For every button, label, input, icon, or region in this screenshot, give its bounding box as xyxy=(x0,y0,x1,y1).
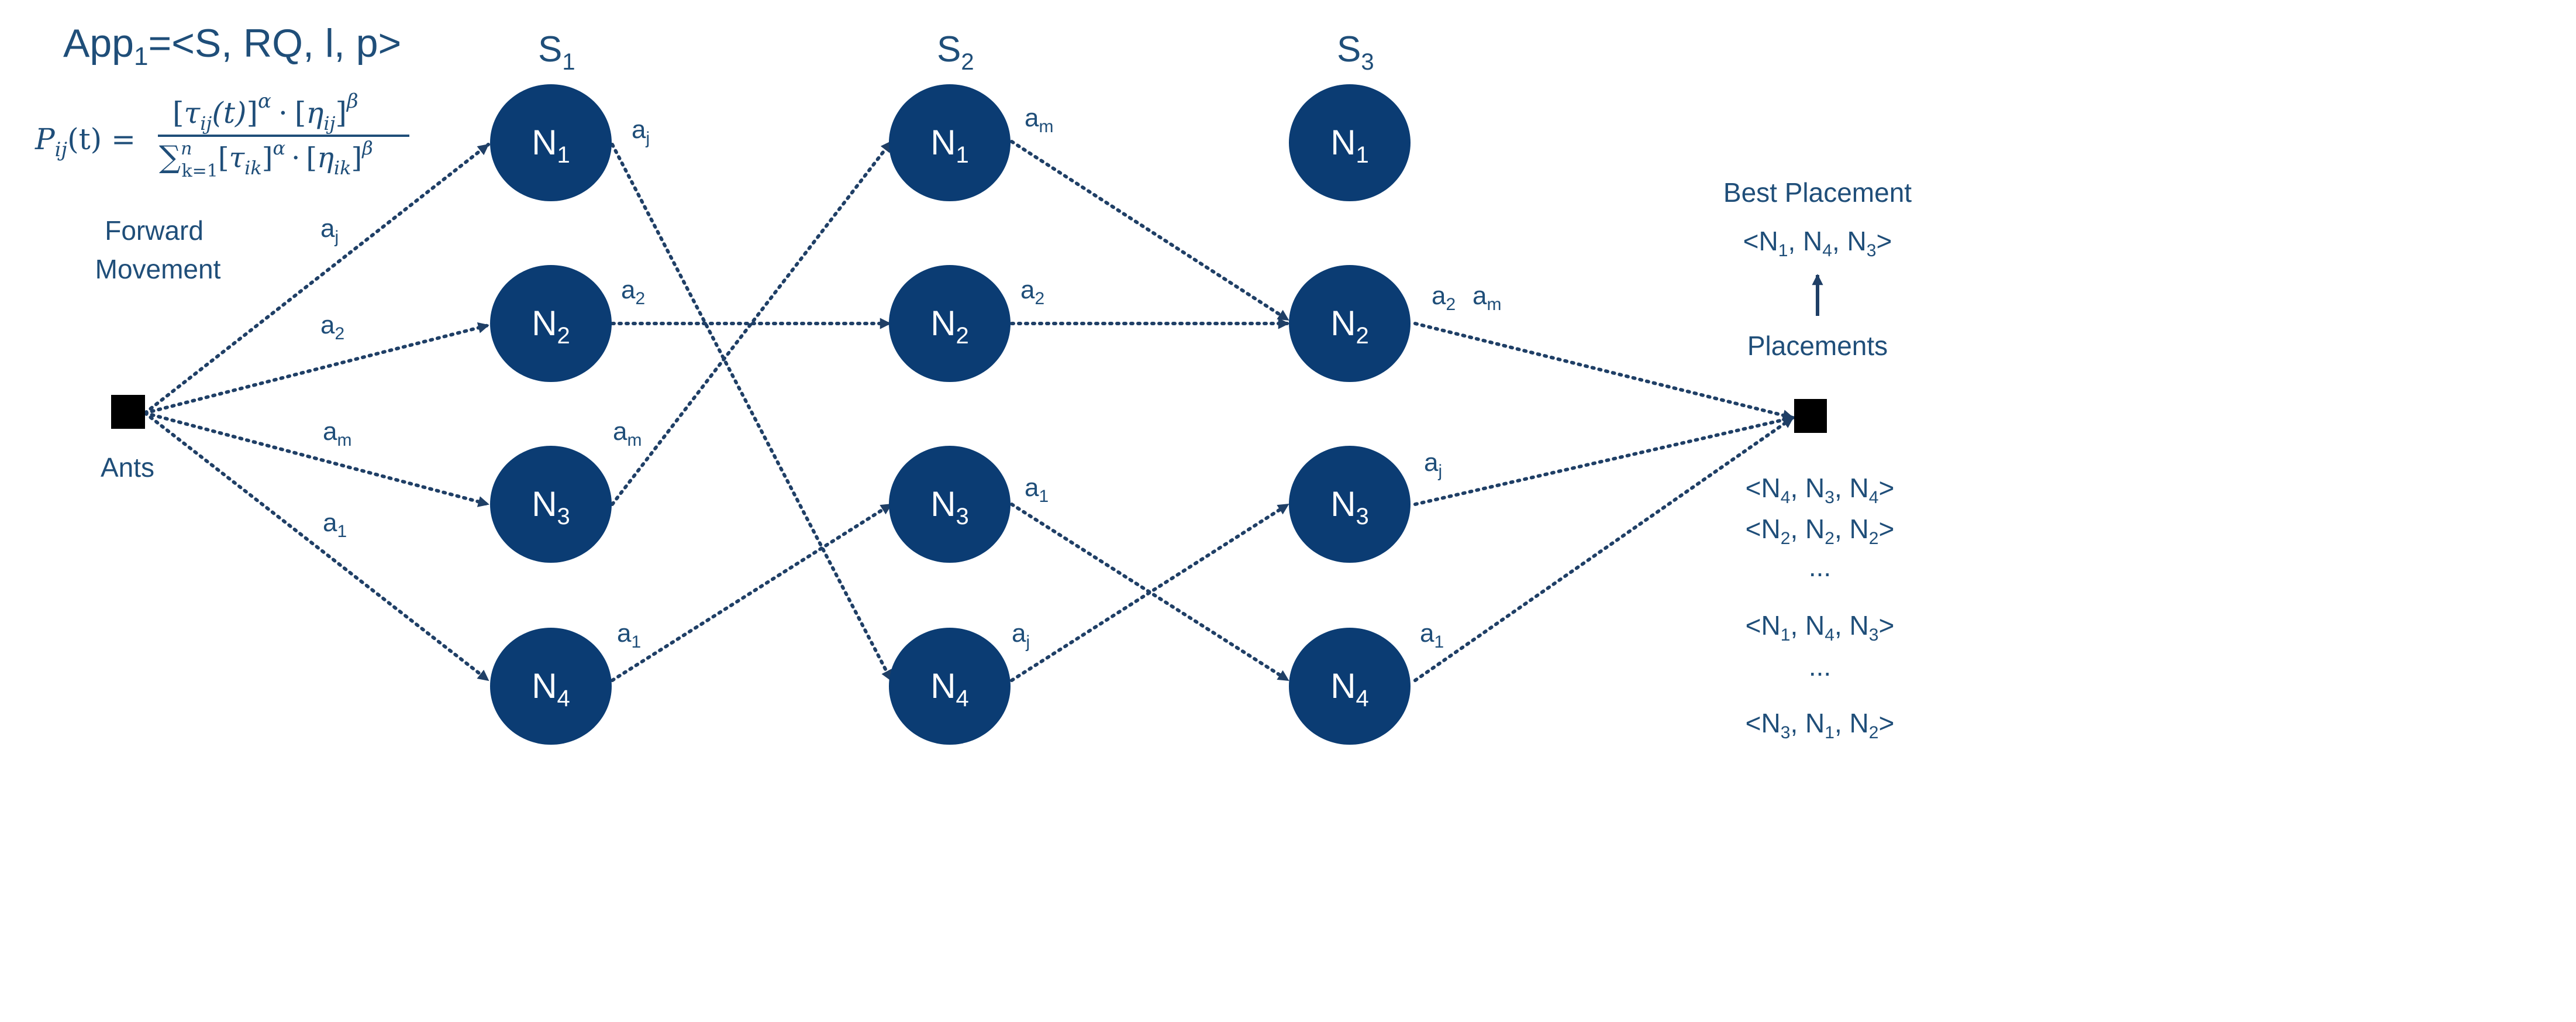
s1-node-n1 xyxy=(490,84,612,201)
stage-label-s3: S3 xyxy=(1337,29,1374,75)
best-placement-title: Best Placement xyxy=(1723,177,1912,208)
edge-label-s1n4-a1: a1 xyxy=(617,619,641,652)
s1-node-n4-label: N4 xyxy=(532,666,570,711)
s3-node-n3 xyxy=(1289,446,1411,563)
edge-label-s3n4-a1: a1 xyxy=(1420,619,1444,652)
end-square xyxy=(1794,399,1827,433)
edge-s1n1-s2n4 xyxy=(611,143,893,682)
edge-label-ant-am: am xyxy=(323,417,351,450)
edge-label-s3n3-aj: aj xyxy=(1424,448,1442,481)
placement-item-1: <N4, N3, N4> xyxy=(1746,473,1895,507)
edge-label-s1n1-aj: aj xyxy=(632,115,650,148)
s2-node-n3 xyxy=(889,446,1011,563)
edge-label-ant-a1: a1 xyxy=(323,508,347,541)
s2-node-n2-label: N2 xyxy=(930,304,969,349)
placement-item-2: <N2, N2, N2> xyxy=(1746,514,1895,548)
placements-panel: Best Placement <N1, N4, N3> Placements <… xyxy=(1723,177,1912,742)
s1-node-n4 xyxy=(490,628,612,745)
s3-node-n4 xyxy=(1289,628,1411,745)
stage-label-s2: S2 xyxy=(937,29,974,75)
stage-2-nodes: N1 N2 N3 N4 xyxy=(889,84,1011,745)
placement-ellipsis-1: ... xyxy=(1809,552,1831,582)
edge-label-ant-aj: aj xyxy=(320,214,339,247)
edge-s2n1-s3n2 xyxy=(1010,140,1290,322)
placements-title: Placements xyxy=(1747,331,1888,361)
stage-1-nodes: N1 N2 N3 N4 xyxy=(490,84,612,745)
s3-node-n1-label: N1 xyxy=(1330,123,1369,168)
best-placement-value: <N1, N4, N3> xyxy=(1743,226,1892,260)
s2-node-n1 xyxy=(889,84,1011,201)
s1-node-n1-label: N1 xyxy=(532,123,570,168)
formula-numerator: [τij(t)]α·[ηij]β xyxy=(173,90,358,135)
s2-node-n1-label: N1 xyxy=(930,123,969,168)
edge-label-s2n4-aj: aj xyxy=(1012,619,1030,652)
s1-node-n3-label: N3 xyxy=(532,484,570,529)
edge-ants-s1n1 xyxy=(143,143,490,415)
stage-3-nodes: N1 N2 N3 N4 xyxy=(1289,84,1411,745)
s2-node-n4-label: N4 xyxy=(930,666,969,711)
edge-ants-s1n4 xyxy=(143,411,490,682)
s3-node-n2 xyxy=(1289,265,1411,382)
forward-movement-label: Forward Movement xyxy=(95,215,221,284)
placement-item-4: <N3, N1, N2> xyxy=(1746,708,1895,742)
s3-node-n4-label: N4 xyxy=(1330,666,1369,711)
s2-node-n2 xyxy=(889,265,1011,382)
edge-s1n4-s2n3 xyxy=(611,503,893,682)
s3-node-n2-label: N2 xyxy=(1330,304,1369,349)
s3-node-n1 xyxy=(1289,84,1411,201)
edges xyxy=(143,140,1823,682)
ants-start-square xyxy=(111,395,145,429)
app-title: App1=<S, RQ, l, p> xyxy=(63,21,401,71)
edge-s3n4-end xyxy=(1413,416,1795,682)
stage-label-s1: S1 xyxy=(538,29,575,75)
s2-node-n3-label: N3 xyxy=(930,484,969,529)
edge-label-s1n2-a2: a2 xyxy=(621,276,645,308)
edge-label-s2n1-am: am xyxy=(1025,104,1053,136)
edge-label-s1n3-am: am xyxy=(613,417,642,450)
edge-ants-s1n2 xyxy=(143,322,490,415)
edge-ants-s1n3 xyxy=(143,411,490,507)
placement-ellipsis-2: ... xyxy=(1809,651,1831,682)
ants-label: Ants xyxy=(101,452,154,483)
edge-labels: aj a2 am a1 aj a2 am a1 am a2 a1 aj a2 a… xyxy=(320,104,1501,652)
s2-node-n4 xyxy=(889,628,1011,745)
edge-label-s3n2-am: am xyxy=(1473,281,1501,314)
edge-label-ant-a2: a2 xyxy=(320,311,344,343)
formula-lhs: Pij(t) = xyxy=(35,122,136,161)
edge-label-s2n2-a2: a2 xyxy=(1020,276,1044,308)
edge-s3n2-end xyxy=(1413,322,1795,421)
edge-s1n3-s2n1 xyxy=(611,140,893,506)
s1-node-n3 xyxy=(490,446,612,563)
placement-item-3: <N1, N4, N3> xyxy=(1746,610,1895,645)
edge-label-s2n3-a1: a1 xyxy=(1025,473,1049,506)
edge-s2n4-s3n3 xyxy=(1010,503,1290,682)
s1-node-n2 xyxy=(490,265,612,382)
edge-label-s3n2-a2: a2 xyxy=(1432,281,1456,314)
s1-node-n2-label: N2 xyxy=(532,304,570,349)
s3-node-n3-label: N3 xyxy=(1330,484,1369,529)
edge-s3n3-end xyxy=(1413,414,1795,506)
